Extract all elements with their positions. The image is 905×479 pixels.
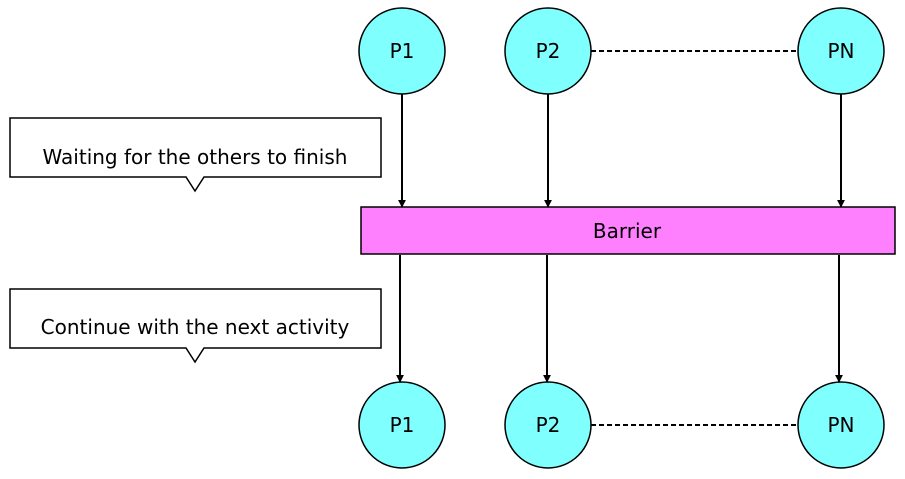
process-label: P2 xyxy=(536,413,561,437)
callout-waiting: Waiting for the others to finish xyxy=(9,117,382,193)
callout-waiting-bubble xyxy=(9,117,382,193)
process-node-bottom-pn: PN xyxy=(797,381,885,469)
process-node-bottom-p1: P1 xyxy=(358,381,446,469)
process-node-bottom-p2: P2 xyxy=(504,381,592,469)
process-circle xyxy=(797,7,885,95)
callout-continue-text: Continue with the next activity xyxy=(41,315,350,339)
process-label: PN xyxy=(827,413,854,437)
barrier-label: Barrier xyxy=(593,219,662,243)
callout-continue: Continue with the next activity xyxy=(9,288,382,364)
process-node-top-p2: P2 xyxy=(504,7,592,95)
process-label: P2 xyxy=(536,39,561,63)
process-circle xyxy=(358,381,446,469)
process-label: P1 xyxy=(390,413,415,437)
barrier-bar xyxy=(360,206,896,255)
process-circle xyxy=(504,7,592,95)
process-circle xyxy=(797,381,885,469)
callout-waiting-text: Waiting for the others to finish xyxy=(43,145,348,169)
process-node-top-p1: P1 xyxy=(358,7,446,95)
process-label: P1 xyxy=(390,39,415,63)
callout-continue-bubble xyxy=(9,288,382,364)
process-circle xyxy=(358,7,446,95)
process-circle xyxy=(504,381,592,469)
barrier: Barrier xyxy=(360,206,896,255)
process-label: PN xyxy=(827,39,854,63)
process-node-top-pn: PN xyxy=(797,7,885,95)
